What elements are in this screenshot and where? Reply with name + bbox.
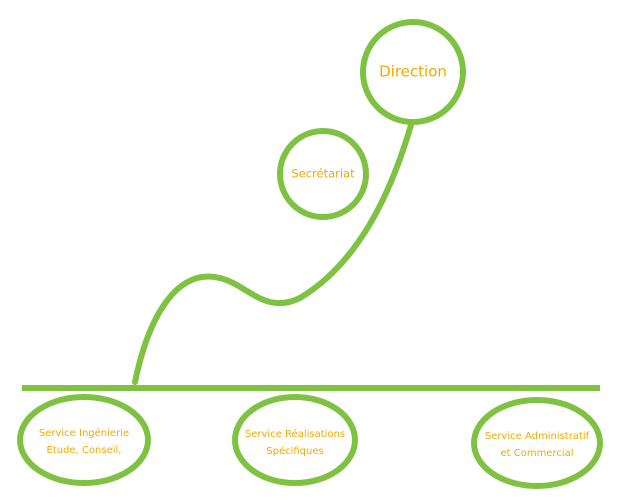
node-direction-label: Direction (379, 63, 447, 81)
node-administratif-ellipse (471, 397, 603, 489)
node-administratif-label-line2: et Commercial (500, 448, 573, 459)
node-realisations: Service Réalisations Spécifiques (232, 394, 358, 486)
node-direction: Direction (360, 19, 466, 125)
node-secretariat: Secrétariat (277, 128, 369, 220)
node-ingenierie-label-line2: Etude, Conseil, (47, 445, 122, 456)
node-ingenierie-ellipse (17, 394, 151, 486)
node-realisations-ellipse (232, 394, 358, 486)
node-ingenierie: Service Ingénierie Etude, Conseil, (17, 394, 151, 486)
node-realisations-label-line2: Spécifiques (266, 445, 323, 457)
node-administratif-label-line1: Service Administratif (485, 431, 590, 442)
node-administratif: Service Administratif et Commercial (471, 397, 603, 489)
node-direction-circle (360, 19, 466, 125)
node-secretariat-circle (277, 128, 369, 220)
node-secretariat-label: Secrétariat (291, 167, 355, 181)
node-realisations-label-line1: Service Réalisations (245, 428, 345, 440)
connector-curve (132, 115, 416, 385)
node-ingenierie-label-line1: Service Ingénierie (39, 427, 129, 439)
